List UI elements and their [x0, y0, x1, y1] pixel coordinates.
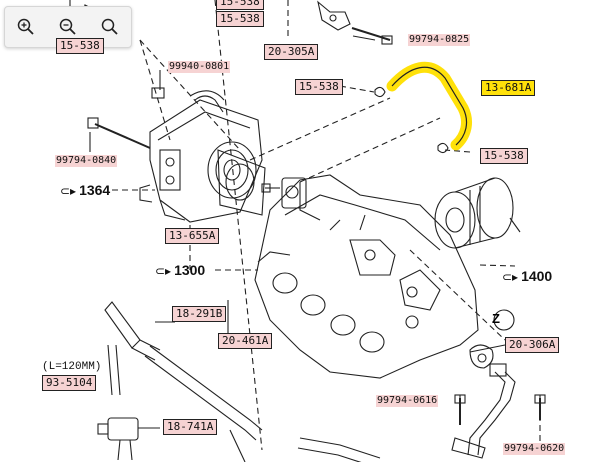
- length-note: (L=120MM): [42, 361, 102, 373]
- label-15-538-top-clipped[interactable]: 15-538: [216, 0, 264, 10]
- label-13-655a[interactable]: 13-655A: [165, 228, 220, 244]
- label-99794-0825[interactable]: 99794-0825: [408, 34, 471, 46]
- label-20-306a[interactable]: 20-306A: [505, 337, 560, 353]
- bolt-99794-0840: [87, 117, 151, 149]
- gasket-13-655a: [217, 149, 266, 216]
- z-marker: [493, 309, 515, 331]
- throttle-body: [139, 95, 263, 223]
- hose-18-291b: [104, 301, 161, 361]
- gasket-20-306a: [469, 344, 494, 369]
- intake-manifold: [254, 174, 479, 379]
- bracket-20-305a: [317, 0, 351, 31]
- zoom-out-icon: [59, 18, 76, 35]
- hose-93-5104: [107, 344, 121, 396]
- zoom-out-button[interactable]: [47, 7, 89, 47]
- label-20-461a[interactable]: 20-461A: [218, 333, 273, 349]
- zoom-in-button[interactable]: [5, 7, 47, 47]
- ref-marker-icon: ⊂⁠▸: [155, 264, 172, 278]
- label-99940-0801[interactable]: 99940-0801: [168, 61, 231, 73]
- valve-18-741a: [97, 417, 160, 461]
- fitting-99940-0801: [151, 87, 165, 99]
- label-15-538-clipped[interactable]: 15-538: [56, 38, 104, 54]
- oil-filter-1400: [434, 177, 521, 249]
- clip-15-538-mid: [374, 86, 449, 154]
- zoom-in-icon: [17, 18, 34, 35]
- z-marker-letter: Z: [492, 311, 500, 326]
- label-15-538-top[interactable]: 15-538: [216, 11, 264, 27]
- bolt-99794-0616: [454, 394, 466, 425]
- label-15-538-mid[interactable]: 15-538: [295, 79, 343, 95]
- pipe-20-461a: [144, 345, 263, 441]
- pipe-lower-right: [451, 363, 516, 459]
- search-button[interactable]: [89, 7, 131, 47]
- label-99794-0840[interactable]: 99794-0840: [55, 155, 118, 167]
- bolt-99794-0620: [534, 394, 546, 420]
- label-15-538-right[interactable]: 15-538: [480, 148, 528, 164]
- label-18-291b[interactable]: 18-291B: [172, 306, 227, 322]
- ref-1300[interactable]: ⊂⁠▸1300: [155, 262, 206, 278]
- label-13-681a[interactable]: 13-681A: [481, 80, 536, 96]
- ref-marker-icon: ⊂⁠▸: [502, 270, 519, 284]
- ref-marker-icon: ⊂⁠▸: [60, 184, 77, 198]
- label-99794-0620[interactable]: 99794-0620: [503, 443, 566, 455]
- pipe-lower-middle: [297, 437, 381, 462]
- highlighted-hose-13-681a: [386, 61, 472, 151]
- ref-1400[interactable]: ⊂⁠▸1400: [502, 268, 553, 284]
- bolt-99794-0825: [351, 27, 393, 45]
- label-99794-0616[interactable]: 99794-0616: [376, 395, 439, 407]
- solid-leaders: [89, 35, 506, 462]
- small-hose-throttle: [189, 90, 225, 101]
- label-20-305a[interactable]: 20-305A: [264, 44, 319, 60]
- label-93-5104[interactable]: 93-5104: [42, 375, 97, 391]
- ref-1364[interactable]: ⊂⁠▸1364: [60, 182, 111, 198]
- label-18-741a[interactable]: 18-741A: [163, 419, 218, 435]
- search-icon: [101, 18, 118, 35]
